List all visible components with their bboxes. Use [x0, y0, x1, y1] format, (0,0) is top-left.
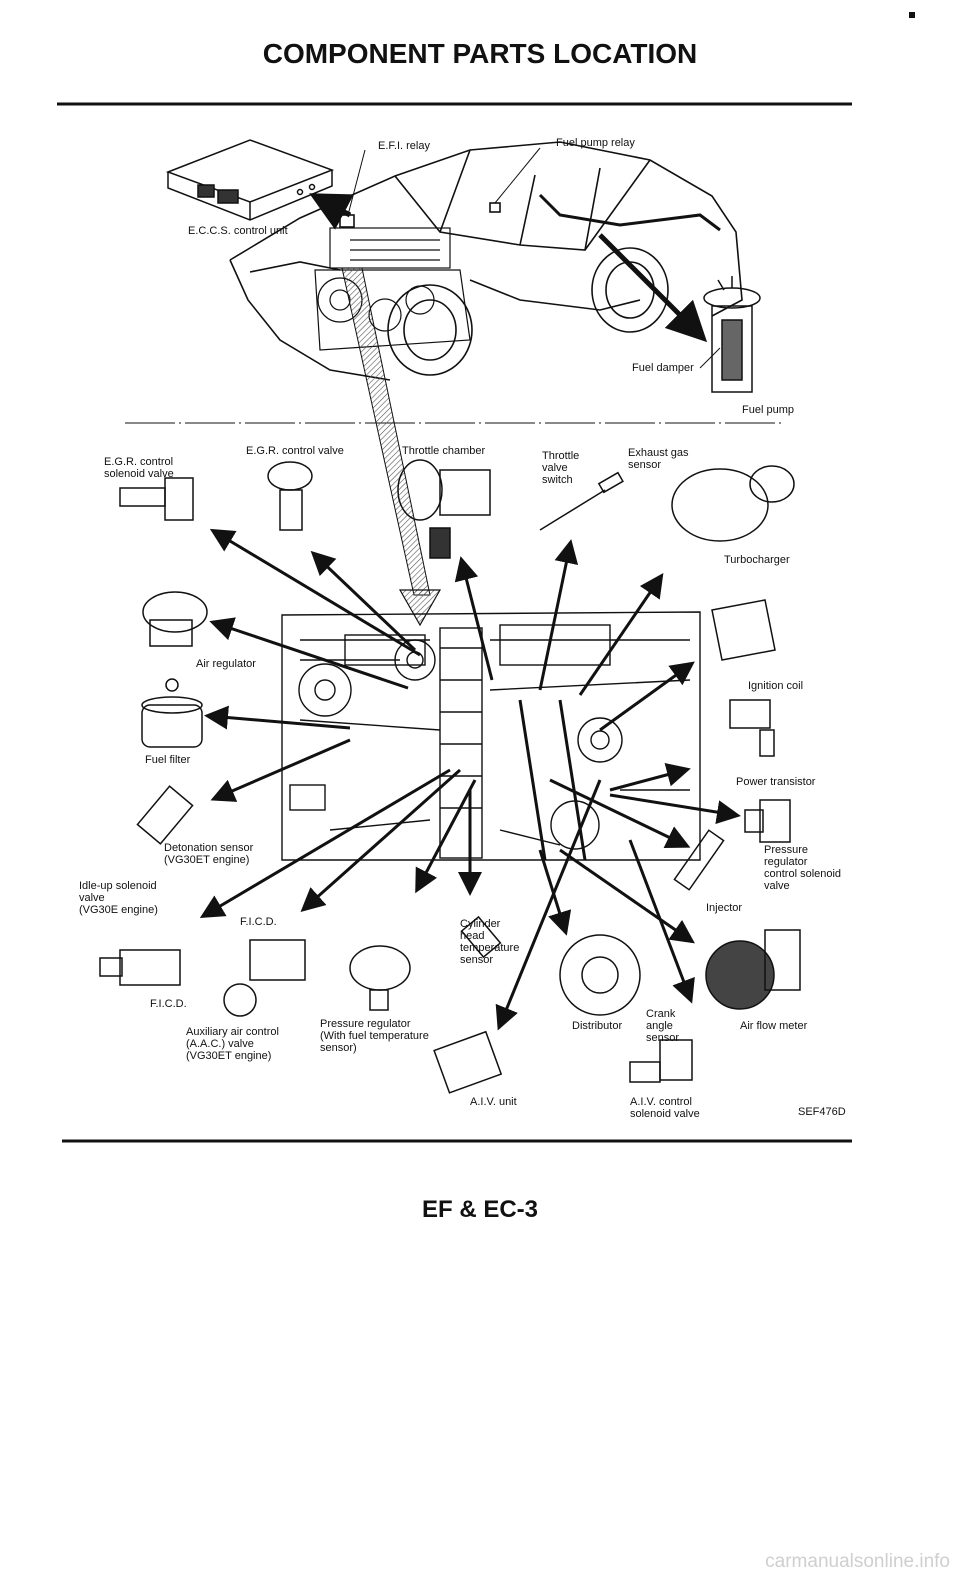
label-fuel-damper: Fuel damper	[632, 362, 694, 374]
leader-fpr	[494, 147, 541, 204]
label-aiv-control-solenoid-valve: A.I.V. control solenoid valve	[630, 1096, 700, 1120]
fuel-line	[538, 193, 721, 232]
page-number: EF & EC-3	[421, 1196, 538, 1223]
pointer-arrows	[199, 528, 741, 1031]
label-ignition-coil: Ignition coil	[748, 680, 804, 692]
label-injector: Injector	[706, 902, 743, 914]
label-aac-valve: Auxiliary air control (A.A.C.) valve (VG…	[186, 1026, 279, 1062]
figure-code: SEF476D	[798, 1106, 846, 1118]
label-fuel-pump: Fuel pump	[742, 404, 794, 416]
engine-callout-band	[341, 267, 431, 596]
label-aiv-unit: A.I.V. unit	[470, 1096, 517, 1108]
label-air-flow-meter: Air flow meter	[740, 1020, 808, 1032]
leader-damper	[699, 347, 721, 369]
label-throttle-chamber: Throttle chamber	[402, 445, 486, 457]
label-throttle-valve-switch: Throttle valve switch	[542, 450, 580, 486]
engine-callout-arrow	[398, 589, 442, 627]
leader-efi	[347, 149, 366, 216]
label-fuel-pump-relay: Fuel pump relay	[556, 137, 635, 149]
label-exhaust-gas-sensor: Exhaust gas sensor	[628, 447, 689, 471]
corner-mark	[909, 12, 915, 18]
car-engine-drawing	[314, 227, 471, 351]
page-title: COMPONENT PARTS LOCATION	[262, 38, 698, 69]
label-egr-control-solenoid-valve: E.G.R. control solenoid valve	[104, 456, 174, 480]
label-pressure-regulator: Pressure regulator (With fuel temperatur…	[320, 1018, 429, 1054]
label-fuel-filter: Fuel filter	[145, 754, 191, 766]
arrow-eccs	[309, 193, 354, 230]
label-idle-up-solenoid-valve: Idle-up solenoid valve (VG30E engine)	[79, 880, 158, 916]
arrow-fuel-pump	[598, 233, 708, 343]
eccs-unit-drawing	[165, 139, 335, 221]
label-ficd-bottom: F.I.C.D.	[150, 998, 187, 1010]
label-turbocharger: Turbocharger	[724, 554, 790, 566]
fuel-pump-drawing	[703, 276, 761, 393]
label-cylinder-head-temperature-sensor: Cylinder head temperature sensor	[460, 918, 520, 966]
label-air-regulator: Air regulator	[196, 658, 256, 670]
label-egr-control-valve: E.G.R. control valve	[246, 445, 344, 457]
label-power-transistor: Power transistor	[736, 776, 816, 788]
label-ficd-top: F.I.C.D.	[240, 916, 277, 928]
label-distributor: Distributor	[572, 1020, 623, 1032]
label-detonation-sensor: Detonation sensor (VG30ET engine)	[164, 842, 254, 866]
label-efi-relay: E.F.I. relay	[378, 140, 430, 152]
engine-bay-drawing	[281, 611, 701, 861]
label-crank-angle-sensor: Crank angle sensor	[646, 1008, 680, 1044]
component-drawings	[99, 459, 801, 1094]
watermark: carmanualsonline.info	[765, 1551, 950, 1572]
car-outline	[229, 141, 743, 381]
label-pressure-regulator-control-solenoid-valve: Pressure regulator control solenoid valv…	[764, 844, 842, 892]
label-eccs-control-unit: E.C.C.S. control unit	[188, 225, 288, 237]
